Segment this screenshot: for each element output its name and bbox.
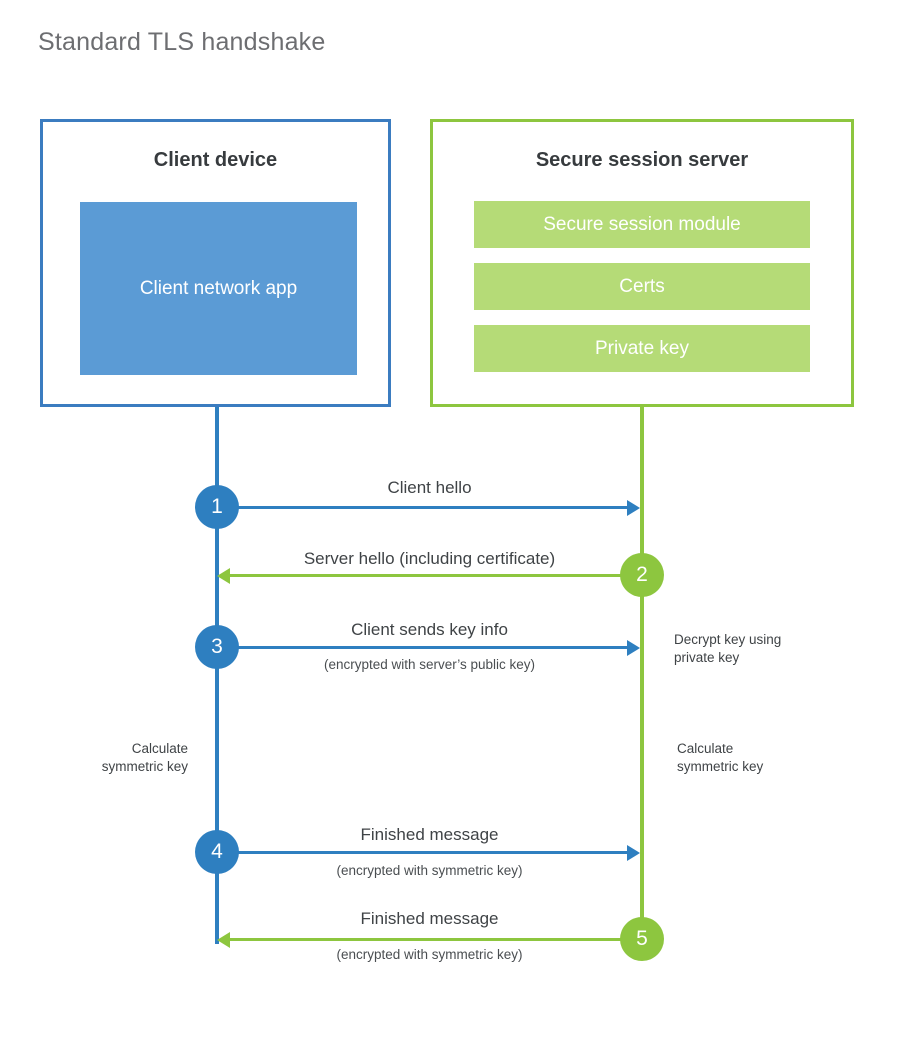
step-3-arrow-line	[217, 646, 628, 649]
step-5-arrow-line	[230, 938, 642, 941]
server-component-private-key: Private key	[474, 325, 810, 372]
step-4-arrowhead-icon	[627, 844, 640, 861]
client-device-box: Client device Client network app	[40, 119, 391, 407]
client-network-app-block: Client network app	[80, 202, 357, 375]
step-4-label: Finished message	[360, 825, 499, 844]
page-title: Standard TLS handshake	[38, 28, 326, 56]
server-lifeline	[640, 407, 644, 939]
annotation-server-calculate-symmetric-key: Calculate symmetric key	[677, 741, 764, 774]
annotation-decrypt-key: Decrypt key using private key	[674, 632, 782, 665]
step-5-sublabel: (encrypted with symmetric key)	[336, 947, 523, 962]
step-2-arrowhead-icon	[217, 567, 230, 584]
client-device-title: Client device	[153, 149, 278, 171]
step-1-arrow-line	[217, 506, 628, 509]
server-component-secure-session-module: Secure session module	[474, 201, 810, 248]
secure-session-server-box: Secure session server Secure session mod…	[430, 119, 854, 407]
step-2-circle: 2	[620, 553, 664, 597]
step-2-label: Server hello (including certificate)	[303, 549, 556, 568]
step-4-circle: 4	[195, 830, 239, 874]
annotation-client-calculate-symmetric-key: Calculate symmetric key	[101, 741, 188, 774]
step-3-label: Client sends key info	[351, 620, 508, 639]
step-3-circle: 3	[195, 625, 239, 669]
secure-session-server-title: Secure session server	[535, 149, 749, 171]
step-1-circle: 1	[195, 485, 239, 529]
step-5-label: Finished message	[360, 909, 499, 928]
step-1-arrowhead-icon	[627, 499, 640, 516]
step-2-arrow-line	[230, 574, 642, 577]
step-4-arrow-line	[217, 851, 628, 854]
step-5-circle: 5	[620, 917, 664, 961]
client-lifeline	[215, 407, 219, 944]
step-3-arrowhead-icon	[627, 639, 640, 656]
step-1-label: Client hello	[387, 478, 472, 497]
step-5-arrowhead-icon	[217, 931, 230, 948]
step-4-sublabel: (encrypted with symmetric key)	[336, 863, 523, 878]
step-3-sublabel: (encrypted with server’s public key)	[323, 657, 536, 672]
server-component-certs: Certs	[474, 263, 810, 310]
